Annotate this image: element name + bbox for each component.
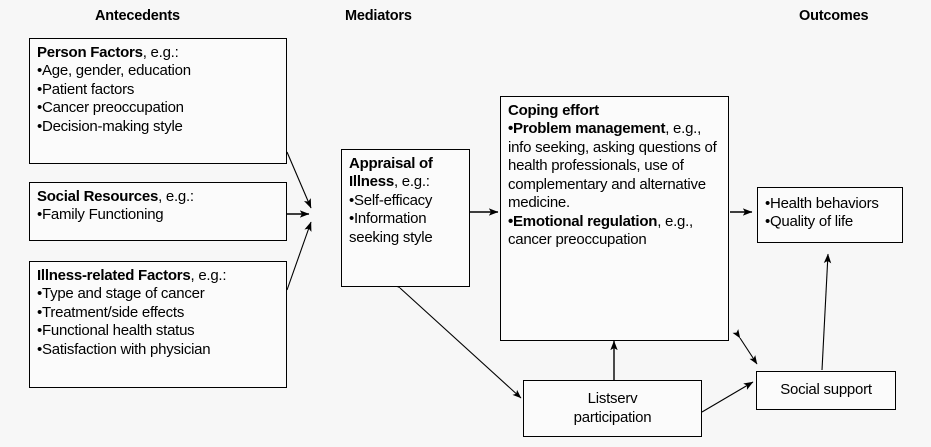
node-outcomes[interactable]: •Health behaviors •Quality of life bbox=[757, 187, 903, 243]
illness-factors-heading: Illness-related Factors bbox=[37, 267, 191, 284]
list-item: •Age, gender, education bbox=[37, 62, 191, 80]
coping-problem-management-detail: , e.g., info seeking, asking questions o… bbox=[508, 120, 717, 212]
list-item: •Quality of life bbox=[765, 213, 853, 231]
edge-coping-socialsupport-bidirectional bbox=[732, 329, 758, 365]
social-support-label: Social support bbox=[780, 381, 872, 399]
column-header-mediators: Mediators bbox=[345, 8, 412, 24]
node-appraisal-of-illness[interactable]: Appraisal of Illness, e.g.: •Self-effica… bbox=[341, 149, 470, 287]
list-item: •Family Functioning bbox=[37, 206, 164, 224]
column-header-antecedents: Antecedents bbox=[95, 8, 180, 24]
list-item: •Decision-making style bbox=[37, 117, 183, 135]
list-item: •Satisfaction with physician bbox=[37, 340, 211, 358]
coping-problem-management: •Problem management, e.g., info seeking,… bbox=[508, 120, 721, 212]
list-item: •Self-efficacy bbox=[349, 191, 433, 209]
appraisal-heading-line: Appraisal of Illness, e.g.: bbox=[349, 155, 462, 192]
listserv-line-1: Listserv bbox=[587, 390, 638, 408]
list-item: •Information seeking style bbox=[349, 210, 433, 246]
node-coping-effort[interactable]: Coping effort •Problem management, e.g.,… bbox=[500, 96, 729, 341]
coping-emotional-regulation-detail: , e.g., cancer preoccupation bbox=[508, 212, 693, 249]
listserv-line-2: participation bbox=[573, 408, 652, 426]
appraisal-heading-suffix: , e.g.: bbox=[393, 173, 430, 191]
edge-person-to-appraisal bbox=[286, 151, 312, 209]
edge-illness-to-appraisal bbox=[286, 221, 312, 291]
coping-emotional-regulation: •Emotional regulation, e.g., cancer preo… bbox=[508, 213, 721, 250]
list-item: •Patient factors bbox=[37, 80, 135, 98]
node-social-resources[interactable]: Social Resources, e.g.: •Family Function… bbox=[29, 182, 287, 241]
coping-problem-management-label: •Problem management bbox=[508, 120, 666, 138]
social-resources-heading: Social Resources bbox=[37, 188, 159, 205]
list-item: •Treatment/side effects bbox=[37, 303, 185, 321]
illness-factors-heading-suffix: , e.g.: bbox=[190, 267, 227, 284]
column-header-outcomes: Outcomes bbox=[799, 8, 869, 24]
illness-factors-heading-line: Illness-related Factors, e.g.: bbox=[37, 267, 227, 284]
coping-heading: Coping effort bbox=[508, 102, 599, 119]
edge-socialsupport-to-outcomes bbox=[821, 253, 832, 371]
node-listserv-participation[interactable]: Listserv participation bbox=[523, 380, 702, 437]
list-item: •Functional health status bbox=[37, 322, 195, 340]
social-resources-heading-suffix: , e.g.: bbox=[158, 188, 194, 205]
person-factors-heading-line: Person Factors, e.g.: bbox=[37, 44, 179, 61]
node-person-factors[interactable]: Person Factors, e.g.: •Age, gender, educ… bbox=[29, 38, 287, 164]
list-item: •Type and stage of cancer bbox=[37, 285, 205, 303]
coping-emotional-regulation-label: •Emotional regulation bbox=[508, 212, 658, 230]
person-factors-heading: Person Factors bbox=[37, 44, 143, 61]
node-social-support[interactable]: Social support bbox=[756, 371, 896, 410]
appraisal-heading: Appraisal of Illness bbox=[349, 155, 433, 191]
node-illness-related-factors[interactable]: Illness-related Factors, e.g.: •Type and… bbox=[29, 261, 287, 388]
person-factors-heading-suffix: , e.g.: bbox=[142, 44, 179, 61]
list-item: •Health behaviors bbox=[765, 195, 879, 212]
social-resources-heading-line: Social Resources, e.g.: bbox=[37, 188, 194, 205]
edge-listserv-to-socialsupport bbox=[701, 381, 754, 413]
list-item: •Cancer preoccupation bbox=[37, 99, 184, 117]
